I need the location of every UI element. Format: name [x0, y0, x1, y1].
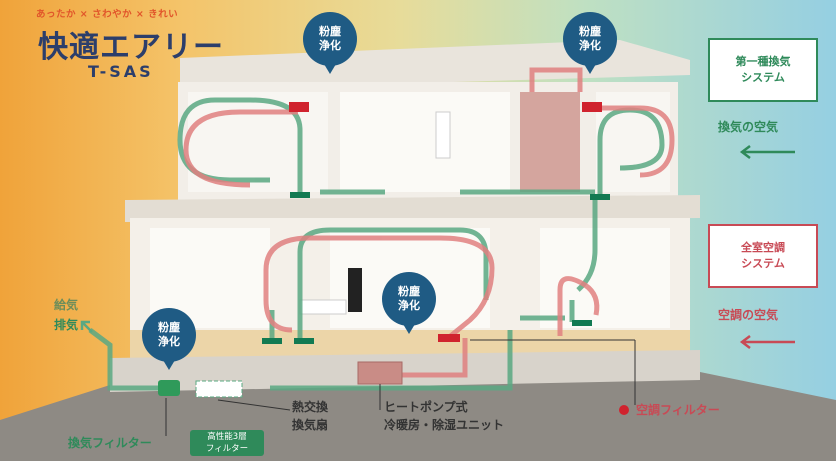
ventilation-system-line1: 第一種換気	[735, 55, 791, 68]
floor-slab	[125, 195, 700, 222]
heat-exchange-line2: 換気扇	[292, 418, 329, 432]
hp-filter-line2: フィルター	[205, 444, 249, 454]
bubble-line2: 浄化	[398, 299, 420, 312]
dust-purify-bubble: 粉塵 浄化	[563, 12, 617, 74]
ac-outlet-left	[289, 102, 309, 112]
vent-register	[294, 338, 314, 344]
window	[435, 111, 451, 159]
supply-label: 給気	[54, 298, 79, 312]
ac-outlet-lower	[438, 334, 460, 342]
roof	[180, 40, 690, 90]
upper-room-center	[340, 92, 510, 192]
tv	[348, 268, 362, 312]
logo-subtitle: T-SAS	[88, 62, 154, 81]
heat-exchanger	[195, 380, 243, 398]
bubble-line1: 粉塵	[319, 25, 341, 38]
bubble-line1: 粉塵	[579, 25, 601, 38]
bubble-line2: 浄化	[579, 39, 601, 52]
ventilation-air-caption: 換気の空気	[718, 120, 779, 134]
heat-pump-line1: ヒートポンプ式	[384, 400, 468, 414]
aircon-system-box: 全室空調 システム	[708, 224, 818, 288]
dust-purify-bubble: 粉塵 浄化	[303, 12, 357, 74]
exhaust-label: 排気	[54, 318, 79, 332]
vent-register	[572, 320, 592, 326]
bubble-line2: 浄化	[158, 335, 180, 348]
dust-purify-bubble: 粉塵 浄化	[142, 308, 196, 370]
vent-register	[262, 338, 282, 344]
dust-purify-bubble: 粉塵 浄化	[382, 272, 436, 334]
bubble-line1: 粉塵	[158, 321, 180, 334]
ventilation-system-line2: システム	[741, 71, 785, 84]
leader-lines	[165, 339, 636, 436]
bubble-line2: 浄化	[319, 39, 341, 52]
sofa	[299, 299, 347, 315]
vent-filter-label: 換気フィルター	[68, 436, 152, 450]
heat-pump-unit	[357, 361, 403, 385]
ac-filter-label: 空調フィルター	[636, 403, 720, 417]
aircon-air-caption: 空調の空気	[718, 308, 779, 322]
aircon-system-line1: 全室空調	[741, 241, 785, 254]
hp-filter-line1: 高性能3層	[207, 432, 247, 442]
tagline: あったか × さわやか × きれい	[36, 9, 179, 20]
legend-arrows	[739, 145, 795, 349]
foundation	[110, 350, 700, 392]
vent-register	[290, 192, 310, 198]
ventilation-system-box: 第一種換気 システム	[708, 38, 818, 102]
high-performance-filter-badge: 高性能3層 フィルター	[190, 430, 264, 456]
vent-register	[590, 194, 610, 200]
heat-exchange-fan-label: 熱交換 換気扇	[292, 398, 328, 434]
aircon-flow	[183, 67, 675, 378]
heat-pump-label: ヒートポンプ式 冷暖房・除湿ユニット	[384, 398, 504, 434]
logo-text: 快適エアリー	[38, 30, 224, 65]
heat-exchange-line1: 熱交換	[292, 400, 329, 414]
ac-outlet-right	[582, 102, 602, 112]
bubble-line1: 粉塵	[398, 285, 420, 298]
aircon-system-line2: システム	[741, 257, 785, 270]
heat-pump-line2: 冷暖房・除湿ユニット	[384, 418, 505, 432]
vent-filter-unit	[158, 380, 180, 396]
duct-shaft	[520, 92, 580, 192]
supply-exhaust-arrows	[80, 320, 93, 333]
ac-filter-marker	[619, 405, 629, 415]
